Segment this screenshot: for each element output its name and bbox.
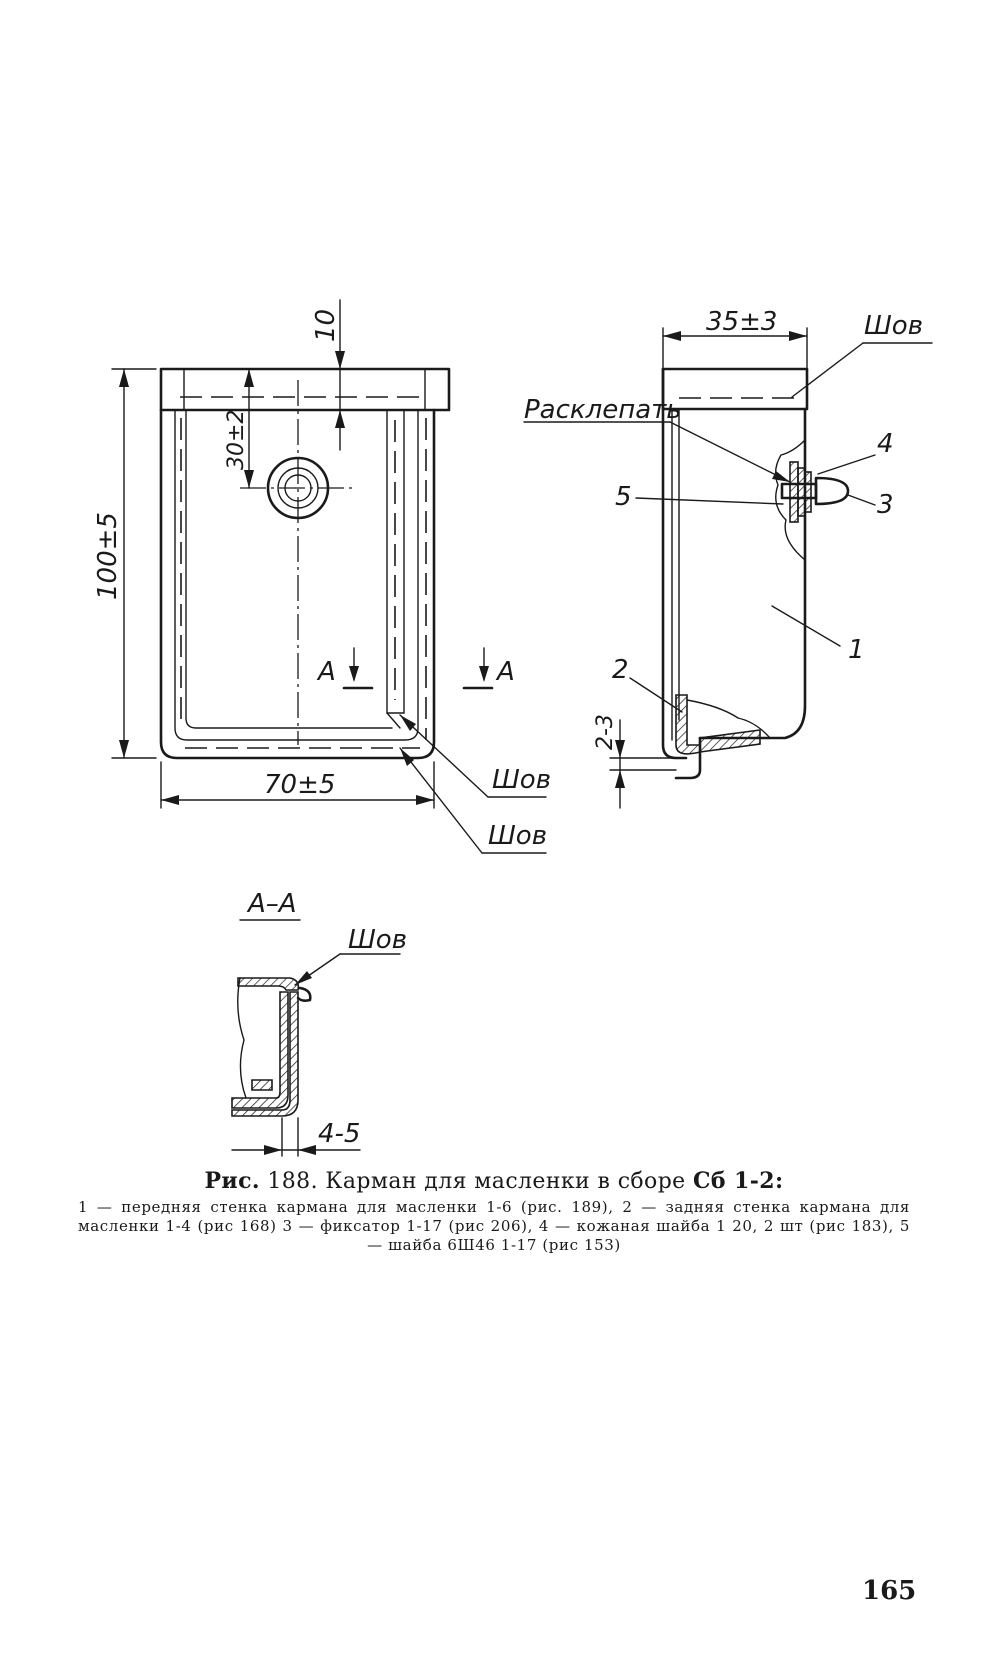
figure-caption: Рис. 188. Карман для масленки в сборе Сб… bbox=[78, 1168, 910, 1255]
rivet-note-label: Расклепать bbox=[524, 395, 682, 425]
section-title: А–А bbox=[246, 889, 297, 919]
callout-3: 3 bbox=[877, 490, 894, 520]
top-rim bbox=[159, 367, 451, 412]
caption-prefix: Рис. bbox=[204, 1168, 260, 1194]
caption-title-text: Карман для масленки в сборе bbox=[325, 1169, 686, 1194]
caption-legend: 1 — передняя стенка кармана для масленки… bbox=[78, 1198, 910, 1254]
seam-label-upper: Шов bbox=[492, 765, 551, 795]
caption-title: Рис. 188. Карман для масленки в сборе Сб… bbox=[78, 1168, 910, 1194]
page-number: 165 bbox=[862, 1576, 917, 1606]
seam-label-lower: Шов bbox=[488, 821, 547, 851]
callout-5: 5 bbox=[615, 482, 632, 512]
side-top-rim bbox=[661, 367, 809, 411]
rivet-assembly bbox=[780, 461, 850, 523]
dim-width-label: 70±5 bbox=[264, 770, 335, 800]
dim-depth-label: 35±3 bbox=[706, 307, 777, 337]
dim-hole-label: 30±2 bbox=[224, 410, 249, 470]
caption-number: 188. bbox=[267, 1169, 318, 1194]
section-seam-label: Шов bbox=[348, 925, 407, 955]
side-seam-label: Шов bbox=[864, 311, 923, 341]
svg-text:A: A bbox=[495, 657, 515, 687]
section-view: А–А Шов 4-5 bbox=[231, 889, 407, 1157]
section-mark-left: A bbox=[316, 647, 374, 690]
svg-text:A: A bbox=[316, 657, 336, 687]
dim-bottom-label: 2-3 bbox=[593, 714, 618, 750]
side-view: Шов Расклепать 4 3 5 1 2 35±3 2-3 bbox=[523, 307, 933, 809]
dim-top-label: 10 bbox=[311, 309, 341, 342]
callout-2: 2 bbox=[612, 655, 629, 685]
front-view: 100±5 70±5 10 30±2 A A bbox=[93, 299, 551, 854]
pocket-outline bbox=[159, 408, 436, 760]
caption-code: Сб 1-2: bbox=[693, 1168, 784, 1194]
section-mark-right: A bbox=[462, 647, 515, 690]
dim-height-label: 100±5 bbox=[93, 512, 123, 600]
callout-1: 1 bbox=[848, 635, 865, 665]
callout-4: 4 bbox=[877, 429, 894, 459]
dim-thickness-label: 4-5 bbox=[318, 1119, 360, 1149]
technical-drawing: 100±5 70±5 10 30±2 A A bbox=[93, 299, 933, 1157]
